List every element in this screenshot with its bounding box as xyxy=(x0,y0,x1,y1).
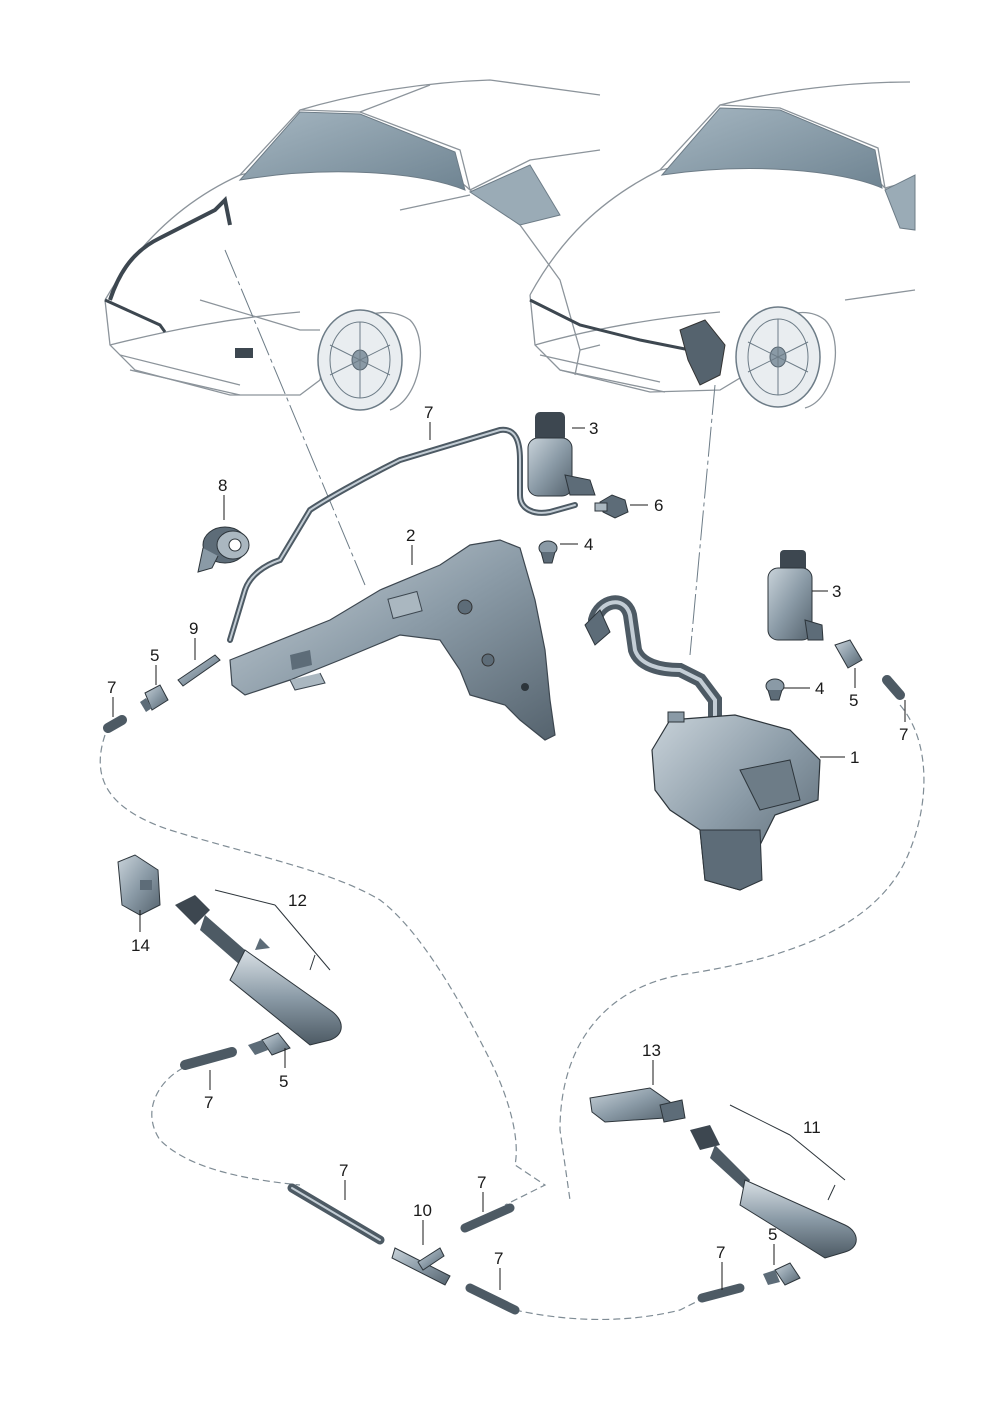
callout-7-top: 7 xyxy=(424,403,433,422)
part-4-grommet-top xyxy=(538,540,558,564)
part-7-hose-bottom4 xyxy=(697,1283,745,1303)
callout-7-bot4: 7 xyxy=(716,1243,725,1262)
leader-lines xyxy=(224,249,716,656)
callout-lines xyxy=(112,422,906,1290)
callout-5-bot: 5 xyxy=(768,1225,777,1244)
car-left-hose-path xyxy=(108,195,232,301)
part-1-reservoir xyxy=(584,595,821,891)
car-left-windshield xyxy=(238,111,466,191)
part-2-bracket xyxy=(229,539,556,741)
callout-14: 14 xyxy=(131,936,150,955)
part-11-headlamp-washer xyxy=(690,1104,857,1259)
part-5-nozzle-mid xyxy=(261,1032,291,1056)
part-7-hose-mid xyxy=(180,1047,237,1070)
callout-7-bot2: 7 xyxy=(477,1173,486,1192)
car-left-wheel xyxy=(317,309,403,411)
part-9-connector xyxy=(177,654,221,687)
part-5-nozzle-bottom xyxy=(774,1262,801,1286)
part-7-hose-left xyxy=(103,715,127,733)
callout-6: 6 xyxy=(654,496,663,515)
part-6-connector xyxy=(594,494,629,519)
part-7-hose-bottom3 xyxy=(465,1283,520,1315)
part-10-t-piece xyxy=(391,1247,451,1286)
car-right-wheel xyxy=(735,306,821,408)
part-12-headlamp-washer xyxy=(175,889,342,1046)
callout-7-left: 7 xyxy=(107,678,116,697)
callout-9: 9 xyxy=(189,619,198,638)
callout-4-right: 4 xyxy=(815,679,824,698)
callout-5-left: 5 xyxy=(150,646,159,665)
callout-3-right: 3 xyxy=(832,582,841,601)
callout-10: 10 xyxy=(413,1201,432,1220)
part-3-pump-top xyxy=(527,412,596,497)
callout-5-right: 5 xyxy=(849,691,858,710)
part-5-nozzle-left xyxy=(140,684,169,712)
callout-4-top: 4 xyxy=(584,535,593,554)
callout-1: 1 xyxy=(850,748,859,767)
part-4-grommet-right xyxy=(765,678,785,701)
callout-11: 11 xyxy=(803,1118,821,1137)
callout-2: 2 xyxy=(406,526,415,545)
part-8-tape-roll xyxy=(197,526,250,573)
callout-7-bot3: 7 xyxy=(494,1249,503,1268)
car-left-side-window xyxy=(468,164,561,226)
callout-labels: 7 3 6 8 2 4 9 5 7 3 4 5 7 1 12 14 5 7 13… xyxy=(107,403,908,1268)
car-right-windshield xyxy=(660,107,883,189)
part-3-pump-right xyxy=(767,550,824,641)
part-13-control-unit xyxy=(589,1087,686,1123)
hose-routing xyxy=(99,704,925,1321)
callout-13: 13 xyxy=(642,1041,661,1060)
car-right-reservoir xyxy=(679,319,726,386)
part-5-nozzle-right xyxy=(834,639,863,669)
callout-7-right: 7 xyxy=(899,725,908,744)
callout-3-top: 3 xyxy=(589,419,598,438)
callout-7-mid: 7 xyxy=(204,1093,213,1112)
part-7-hose-bottom2 xyxy=(460,1203,515,1233)
callout-5-mid: 5 xyxy=(279,1072,288,1091)
car-left xyxy=(104,79,601,411)
callout-7-bot1: 7 xyxy=(339,1161,348,1180)
part-7-hose-right xyxy=(882,675,905,700)
callout-12: 12 xyxy=(288,891,307,910)
part-14-bracket xyxy=(117,854,161,916)
car-right-side-window xyxy=(884,174,916,231)
callout-8: 8 xyxy=(218,476,227,495)
